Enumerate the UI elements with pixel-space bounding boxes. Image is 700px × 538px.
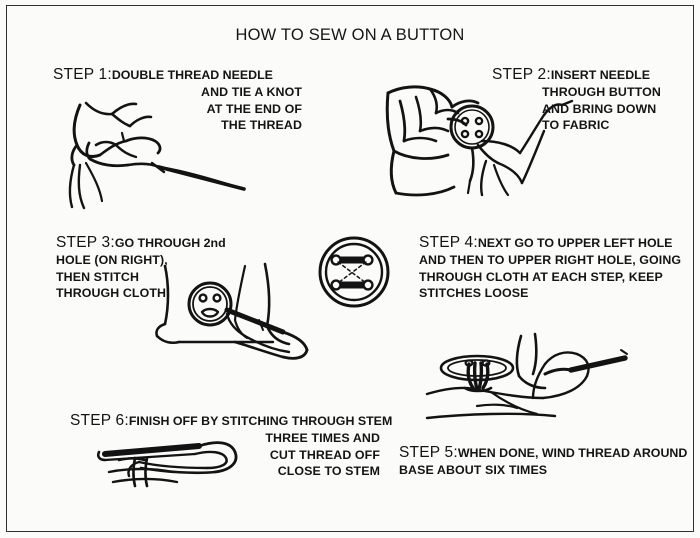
step-3-heading: STEP 3:GO THROUGH 2nd xyxy=(56,234,266,252)
step-2-first-line: INSERT NEEDLE xyxy=(550,68,650,82)
step-6-label: STEP 6: xyxy=(70,412,129,429)
step-4-label: STEP 4: xyxy=(419,234,478,251)
hand-holding-threaded-needle-illustration xyxy=(56,93,251,213)
step-2-text: THROUGH BUTTON AND BRING DOWN TO FABRIC xyxy=(542,85,661,132)
step-2-block: STEP 2:INSERT NEEDLE THROUGH BUTTON AND … xyxy=(492,66,687,134)
step-6-heading: STEP 6:FINISH OFF BY STITCHING THROUGH S… xyxy=(70,412,392,430)
step-1-first-line: DOUBLE THREAD NEEDLE xyxy=(111,68,273,82)
needle-through-thread-stem-illustration xyxy=(95,424,245,494)
finished-button-with-crossed-stitches-illustration xyxy=(306,226,402,318)
button-with-wound-thread-base-illustration xyxy=(425,330,640,440)
step-4-block: STEP 4:NEXT GO TO UPPER LEFT HOLE AND TH… xyxy=(419,234,689,302)
step-3-label: STEP 3: xyxy=(56,234,115,251)
step-1-text: AND TIE A KNOT AT THE END OF THE THREAD xyxy=(201,85,302,132)
step-5-first-line: WHEN DONE, WIND THREAD AROUND xyxy=(457,446,688,460)
step-6-block: STEP 6:FINISH OFF BY STITCHING THROUGH S… xyxy=(70,412,392,480)
step-1-label: STEP 1: xyxy=(53,66,112,83)
button-on-cloth-with-needle-illustration xyxy=(155,262,385,377)
step-4-first-line: NEXT GO TO UPPER LEFT HOLE xyxy=(477,236,673,250)
step-1-heading: STEP 1:DOUBLE THREAD NEEDLE xyxy=(53,66,303,84)
hand-holding-button-illustration xyxy=(385,75,576,210)
step-4-text: AND THEN TO UPPER RIGHT HOLE, GOING THRO… xyxy=(419,253,682,300)
step-1-block: STEP 1:DOUBLE THREAD NEEDLE AND TIE A KN… xyxy=(53,66,303,134)
step-5-label: STEP 5: xyxy=(399,444,458,461)
step-6-first-line: FINISH OFF BY STITCHING THROUGH STEM xyxy=(128,414,393,428)
step-5-block: STEP 5:WHEN DONE, WIND THREAD AROUND BAS… xyxy=(399,444,687,479)
step-2-label: STEP 2: xyxy=(492,66,551,83)
page-title: HOW TO SEW ON A BUTTON xyxy=(235,26,465,44)
step-3-block: STEP 3:GO THROUGH 2nd HOLE (ON RIGHT), T… xyxy=(56,234,266,302)
step-4-heading: STEP 4:NEXT GO TO UPPER LEFT HOLE xyxy=(419,234,689,252)
step-5-heading: STEP 5:WHEN DONE, WIND THREAD AROUND xyxy=(399,444,687,462)
step-2-heading: STEP 2:INSERT NEEDLE xyxy=(492,66,687,84)
step-6-text: THREE TIMES AND CUT THREAD OFF CLOSE TO … xyxy=(265,431,380,478)
step-3-text: HOLE (ON RIGHT), THEN STITCH THROUGH CLO… xyxy=(56,253,168,300)
step-5-text: BASE ABOUT SIX TIMES xyxy=(399,463,548,477)
step-3-first-line: GO THROUGH 2nd xyxy=(114,236,226,250)
